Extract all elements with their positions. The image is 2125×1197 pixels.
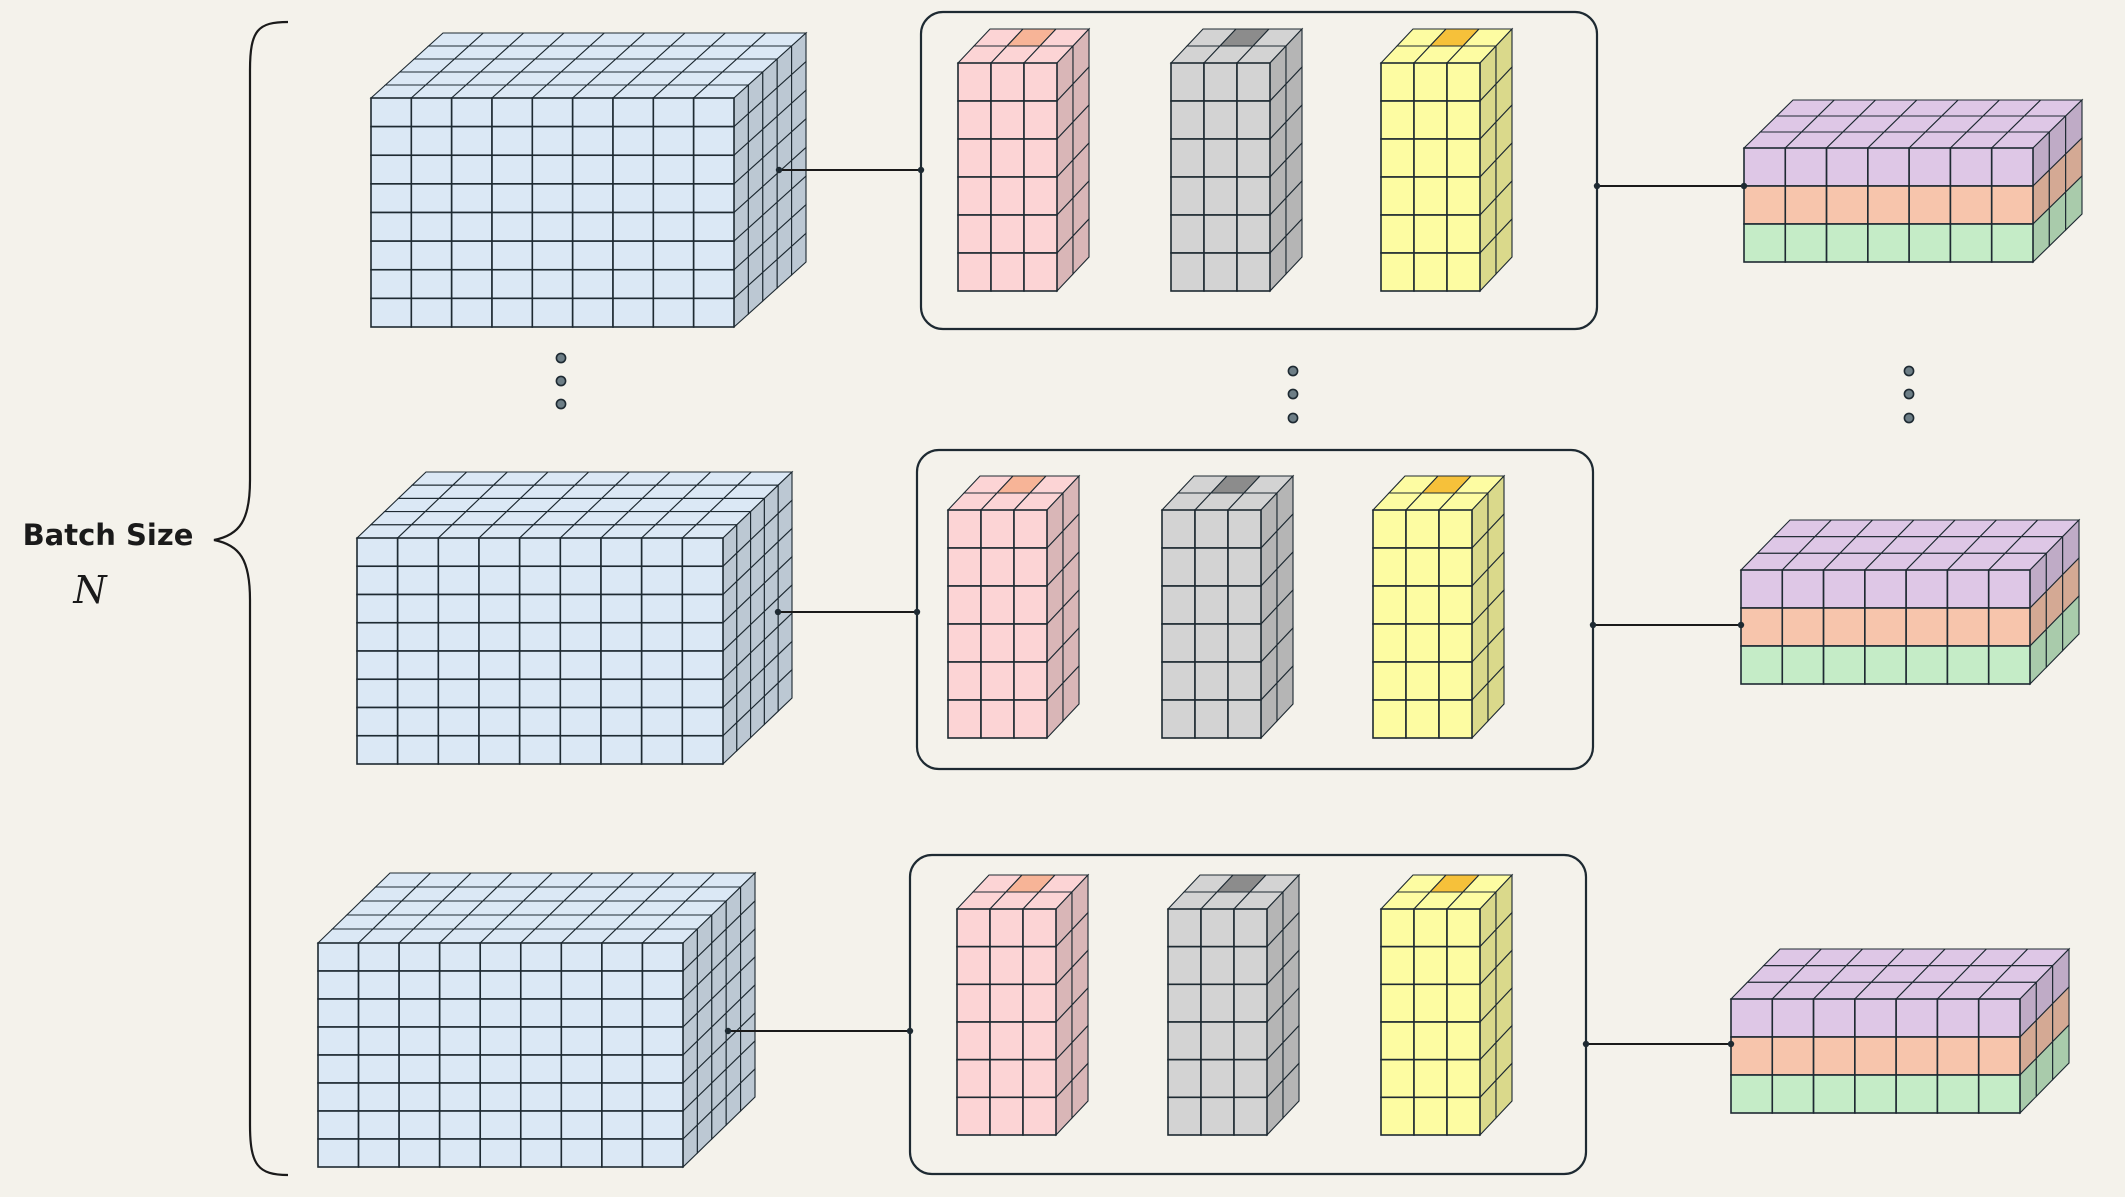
gray-feature-block [1169,27,1304,293]
block-group-frame [908,853,1588,1176]
batch-brace [213,20,289,1177]
input-cube [316,871,757,1169]
red-feature-block [946,474,1081,740]
connector-lines [774,608,1745,629]
connector-lines [775,166,1748,190]
input-ellipsis [555,352,567,410]
gray-feature-block [1160,474,1295,740]
batch-row [316,853,2071,1176]
input-cube [355,470,794,766]
batch-variable-label: N [73,568,107,612]
output-ellipsis [1903,365,1915,424]
connector-lines [724,1027,1735,1048]
red-feature-block [956,27,1091,293]
yellow-feature-block [1379,873,1514,1137]
batch-row [355,448,2081,771]
yellow-feature-block [1379,27,1514,293]
output-stack [1742,98,2084,264]
output-stack [1739,518,2081,686]
blocks-ellipsis [1287,365,1299,424]
gray-feature-block [1166,873,1301,1137]
input-cube [369,31,808,329]
output-stack [1729,947,2071,1115]
batch-row [369,10,2084,331]
yellow-feature-block [1371,474,1506,740]
red-feature-block [955,873,1090,1137]
batch-size-label: Batch Size [22,518,194,552]
